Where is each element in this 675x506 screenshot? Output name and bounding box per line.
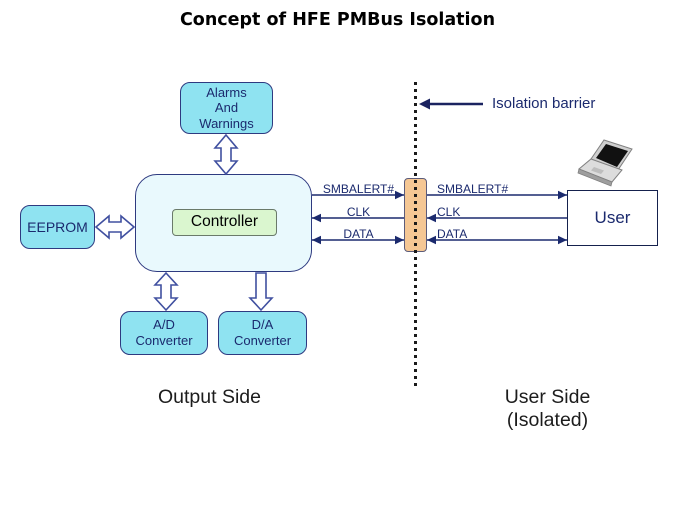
signal-label-clk-left: CLK [346,205,371,219]
signal-label-clk-right: CLK [437,205,461,219]
arrowhead-data-right-a [427,235,436,245]
signal-label-data-right: DATA [437,227,468,241]
node-eeprom: EEPROM [20,205,95,249]
isolation-barrier-arrow [419,98,483,110]
node-alarms-warnings: Alarms And Warnings [180,82,273,134]
isolation-component-box [404,178,427,252]
arrow-alarms-controller [213,133,239,176]
arrow-controller-da [248,272,274,312]
user-side-label: User Side (Isolated) [504,386,591,432]
arrow-eeprom-controller [94,214,136,240]
arrowhead-data-right-b [558,235,567,245]
arrow-controller-ad [153,271,179,312]
isolation-barrier-label: Isolation barrier [492,95,596,112]
arrowhead-clk-right [427,213,436,223]
laptop-icon [577,139,633,187]
output-side-label: Output Side [158,386,261,408]
signal-label-smbalert-right: SMBALERT# [437,182,509,196]
page-title: Concept of HFE PMBus Isolation [179,10,496,30]
node-controller: Controller [172,209,277,236]
node-ad-converter: A/D Converter [120,311,208,355]
node-user: User [567,190,658,246]
signal-label-data-left: DATA [343,227,374,241]
arrowhead-smbalert-right [558,190,567,200]
node-da-converter: D/A Converter [218,311,307,355]
signal-label-smbalert-left: SMBALERT# [322,182,395,196]
